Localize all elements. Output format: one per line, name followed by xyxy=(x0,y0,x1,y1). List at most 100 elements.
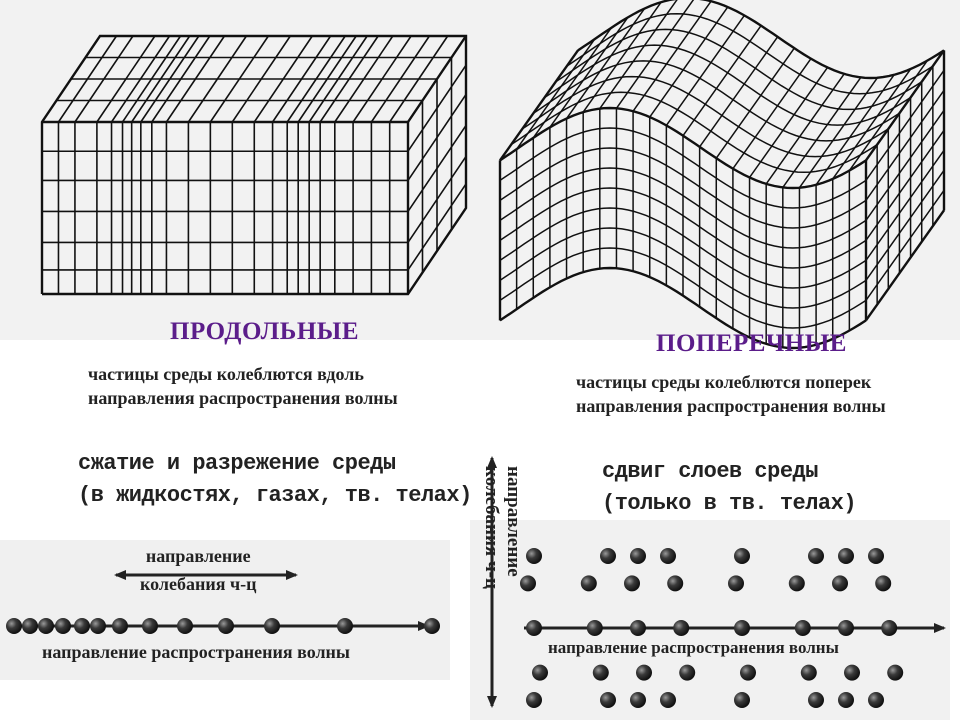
side-grid-line xyxy=(865,149,945,261)
particle xyxy=(22,618,38,634)
particle xyxy=(868,692,884,708)
front-grid-line xyxy=(499,127,867,209)
top-grid-line xyxy=(815,74,895,186)
particle xyxy=(636,664,652,681)
transverse-oscillation-label-line-2: колебания ч-ц xyxy=(481,466,502,589)
particle xyxy=(90,618,106,634)
longitudinal-grid-block xyxy=(40,34,468,296)
particle xyxy=(660,548,676,564)
particle xyxy=(6,618,22,634)
top-grid-line xyxy=(649,6,729,118)
particle xyxy=(734,692,750,708)
block-edge xyxy=(499,266,867,350)
transverse-oscillation-label: направление колебания ч-ц xyxy=(480,466,524,589)
top-grid-line xyxy=(599,0,678,110)
top-grid-line xyxy=(582,1,662,113)
particle xyxy=(592,664,609,681)
top-grid-line xyxy=(549,16,629,128)
longitudinal-oscillation-label-line-2: колебания ч-ц xyxy=(140,574,257,594)
particle xyxy=(55,618,71,634)
front-grid-line xyxy=(499,227,867,309)
top-grid-line xyxy=(699,36,779,148)
particle xyxy=(38,618,54,634)
particle xyxy=(887,664,904,681)
transverse-note-line-2: (только в тв. телах) xyxy=(602,491,857,516)
top-grid-line xyxy=(615,0,695,109)
particle xyxy=(868,548,884,564)
longitudinal-particles xyxy=(6,618,440,634)
particle xyxy=(520,575,536,592)
particle xyxy=(600,692,616,708)
front-grid-line xyxy=(499,147,867,229)
particle xyxy=(526,692,542,708)
top-grid-line xyxy=(565,8,646,119)
top-grid-line xyxy=(715,47,795,159)
top-grid-line xyxy=(632,0,712,112)
particle xyxy=(728,575,744,592)
front-grid-line xyxy=(499,167,867,249)
particle xyxy=(667,575,684,592)
particle xyxy=(337,618,353,634)
transverse-particles xyxy=(520,548,904,708)
particle xyxy=(838,548,854,564)
particle xyxy=(177,618,193,634)
particle xyxy=(881,620,898,636)
transverse-note-line-1: сдвиг слоев среды xyxy=(602,459,818,484)
particle xyxy=(142,618,158,634)
front-grid-line xyxy=(499,187,867,269)
particle xyxy=(740,664,756,681)
longitudinal-caption-line-1: частицы среды колеблются вдоль xyxy=(88,364,364,384)
longitudinal-note-line-2: (в жидкостях, газах, тв. телах) xyxy=(78,483,472,508)
side-grid-line xyxy=(865,69,945,181)
front-grid-line xyxy=(499,247,867,329)
top-grid-line xyxy=(566,12,934,95)
particle xyxy=(673,620,690,636)
particle xyxy=(218,618,234,634)
particle xyxy=(624,575,640,592)
particle xyxy=(264,618,280,634)
particle xyxy=(734,548,750,564)
bottom-left-background xyxy=(0,540,450,680)
particle xyxy=(832,575,848,592)
particle xyxy=(526,620,542,636)
transverse-caption-line-1: частицы среды колеблются поперек xyxy=(576,372,872,392)
top-grid-line xyxy=(577,0,945,79)
top-grid-line xyxy=(832,68,912,180)
longitudinal-title: ПРОДОЛЬНЫЕ xyxy=(170,318,359,345)
longitudinal-oscillation-label-line-1: направление xyxy=(145,546,251,566)
transverse-oscillation-label-line-1: направление xyxy=(503,466,524,577)
block-edge xyxy=(577,0,945,80)
particle xyxy=(630,692,646,708)
particle xyxy=(526,548,542,564)
particle xyxy=(808,692,824,708)
side-grid-line xyxy=(865,189,945,301)
top-grid-line xyxy=(782,76,862,188)
particle xyxy=(74,618,90,634)
top-grid-line xyxy=(510,91,878,174)
transverse-grid-block xyxy=(498,0,946,350)
top-grid-line xyxy=(516,38,596,150)
top-grid-line xyxy=(848,60,928,172)
block-edge xyxy=(407,35,467,123)
transverse-caption: частицы среды колеблются поперек направл… xyxy=(576,370,886,418)
particle xyxy=(586,620,603,636)
front-grid-line xyxy=(499,207,867,289)
top-grid-line xyxy=(748,67,829,178)
transverse-note: сдвиг слоев среды (только в тв. телах) xyxy=(602,456,857,520)
particle xyxy=(838,620,854,636)
top-grid-line xyxy=(665,14,745,126)
transverse-wave-label: направление распространения волны xyxy=(548,638,839,657)
longitudinal-caption-line-2: направления распространения волны xyxy=(88,388,398,408)
block-edge xyxy=(865,209,945,322)
particle xyxy=(734,620,750,636)
particle xyxy=(875,575,892,592)
longitudinal-note: сжатие и разрежение среды (в жидкостях, … xyxy=(78,448,472,512)
particle xyxy=(844,664,860,681)
block-edge xyxy=(499,49,579,162)
top-grid-line xyxy=(544,44,912,126)
top-grid-line xyxy=(532,60,900,142)
particle xyxy=(679,664,696,681)
transverse-title: ПОПЕРЕЧНЫЕ xyxy=(656,330,847,357)
block-edge xyxy=(499,106,867,190)
